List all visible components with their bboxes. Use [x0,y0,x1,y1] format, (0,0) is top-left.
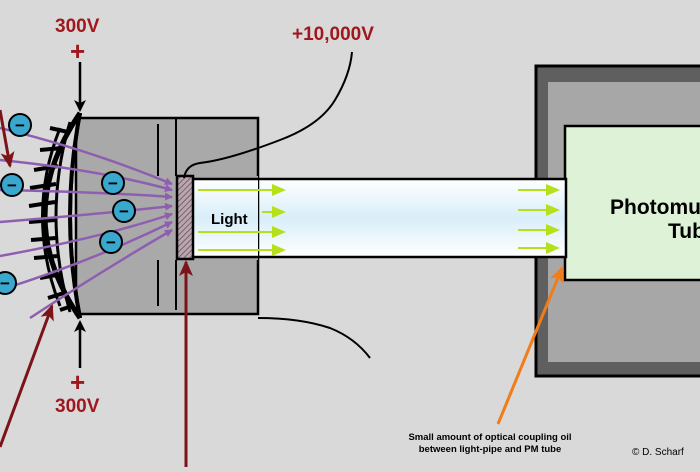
svg-text:−: − [0,274,10,293]
electron: − [0,173,24,197]
top-voltage-indicator: 300V + [55,16,100,112]
oil-callout-arrow [496,266,564,425]
electron-paths [0,126,173,320]
bottom-voltage-indicator: + 300V [55,320,100,417]
electron-callout-arrow [0,109,15,168]
light-pipe-entry [192,179,258,257]
svg-text:−: − [106,233,116,252]
top-plus-sign: + [70,36,85,66]
housing-inner-top [157,118,177,176]
photomultiplier-tube: Photomultiplier Tube [534,64,700,378]
oil-note-line2: between light-pipe and PM tube [419,444,562,455]
electron: − [0,271,17,295]
bottom-plus-sign: + [70,367,85,397]
top-voltage-label: 300V [55,16,100,37]
light-label: Light [211,211,248,228]
light-arrows-left [198,184,286,256]
callout-arrows [0,109,193,467]
svg-text:−: − [7,176,17,195]
light-arrows-right [518,184,560,254]
pmt-label-line2: Tube [668,220,700,243]
electron: − [99,230,123,254]
svg-text:−: − [15,116,25,135]
svg-text:−: − [108,174,118,193]
grid-callout-arrow [0,304,54,448]
housing-inner-bottom [157,260,177,310]
pmt-label-line1: Photomultiplier [610,196,700,219]
electron: − [112,199,136,223]
scintillator-disc [175,174,195,261]
copyright-label: © D. Scharf [632,447,684,458]
electron: − [8,113,32,137]
svg-text:−: − [119,202,129,221]
electron: − [101,171,125,195]
high-voltage-wire [183,51,353,179]
oil-note-line1: Small amount of optical coupling oil [408,432,571,443]
high-voltage-label: +10,000V [292,24,374,45]
bottom-voltage-label: 300V [55,396,100,417]
ground-wire [257,317,371,359]
electrons: − − − − − − [0,113,136,295]
